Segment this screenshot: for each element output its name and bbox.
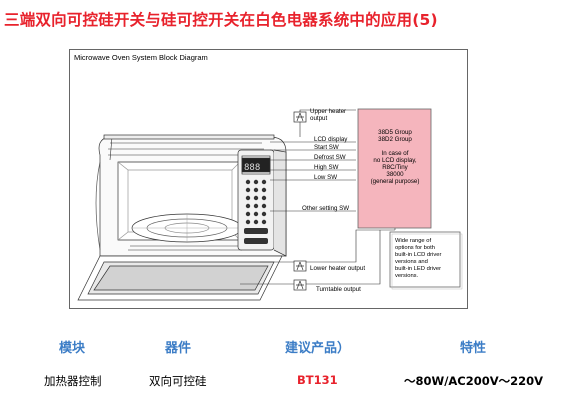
note-line: built-in LED driver: [395, 266, 441, 272]
lower-heater-label: Lower heater output: [310, 265, 365, 272]
triac-icon: [293, 111, 307, 123]
table-header-feature: 特性: [460, 341, 487, 356]
mcu-line: 38D5 Group: [378, 129, 412, 136]
display-digits: 888: [244, 163, 260, 173]
mcu-line: (general purpose): [371, 178, 420, 185]
start-sw-label: Start SW: [314, 144, 339, 151]
diagram-title: Microwave Oven System Block Diagram: [74, 53, 208, 62]
mcu-line: In case of: [382, 150, 409, 157]
oven-illustration: [77, 134, 287, 301]
table-cell-product: BT131: [297, 373, 338, 387]
note-line: versions.: [395, 273, 419, 279]
mcu-block: [357, 108, 432, 229]
mcu-line: R8C/Tiny: [382, 164, 408, 171]
note-box: [389, 231, 461, 288]
table-header-product: 建议产品）: [285, 341, 351, 356]
table-cell-module: 加热器控制: [44, 374, 102, 388]
page-title: 三端双向可控硅开关与硅可控开关在白色电器系统中的应用(5): [4, 11, 438, 29]
defrost-sw-label: Defrost SW: [314, 154, 346, 161]
other-setting-sw-label: Other setting SW: [302, 205, 349, 212]
table-cell-feature: ～80W/AC200V～220V: [404, 374, 544, 388]
high-sw-label: High SW: [314, 164, 339, 171]
lcd-display-label: LCD display: [314, 136, 348, 143]
low-sw-label: Low SW: [314, 174, 337, 181]
upper-heater-label: Upper heater: [310, 108, 346, 115]
note-line: options for both: [395, 245, 435, 251]
mcu-line: 38D2 Group: [378, 136, 412, 143]
table-header-device: 器件: [165, 341, 192, 356]
table-cell-device: 双向可控硅: [149, 374, 207, 388]
table-header-module: 模块: [59, 341, 86, 356]
mcu-line: 38000: [386, 171, 404, 178]
note-line: Wide range of: [395, 238, 431, 244]
mcu-line: no LCD display,: [373, 157, 416, 164]
signal-wires: [240, 109, 396, 285]
upper-heater-label-2: output: [310, 115, 327, 122]
note-line: versions and: [395, 259, 428, 265]
triac-icon: [293, 279, 307, 291]
triac-icon: [293, 260, 307, 272]
note-line: built-in LCD driver: [395, 252, 441, 258]
turntable-label: Turntable output: [316, 286, 361, 293]
